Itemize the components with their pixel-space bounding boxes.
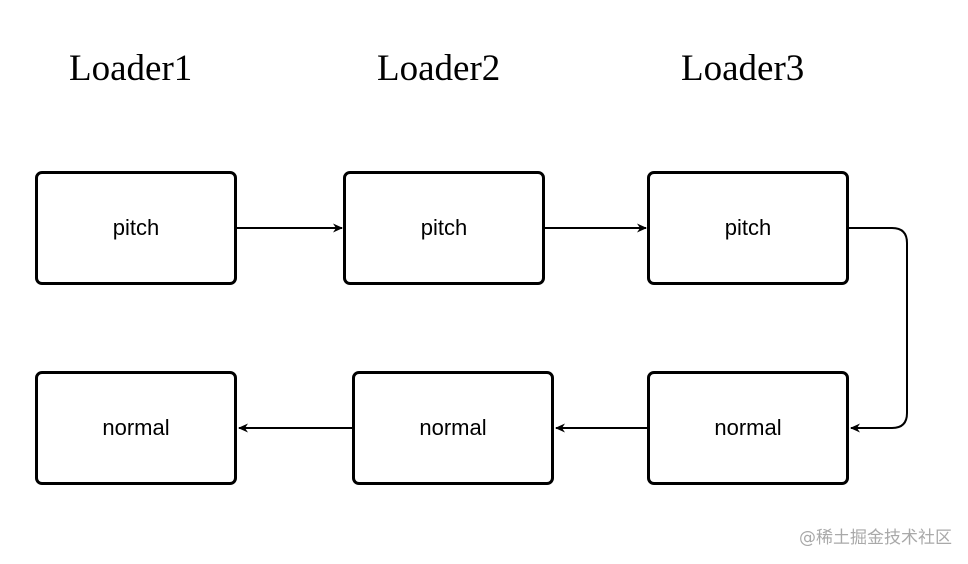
loader2-normal-node: normal — [352, 371, 554, 485]
loader1-normal-label: normal — [102, 415, 170, 440]
watermark: @稀土掘金技术社区 — [799, 528, 952, 548]
loader1-title: Loader1 — [69, 48, 193, 89]
loader1-normal-node: normal — [35, 371, 237, 485]
loader1-pitch-label: pitch — [112, 215, 160, 240]
loader1-pitch-node: pitch — [35, 171, 237, 285]
loader2-pitch-node: pitch — [343, 171, 545, 285]
loader2-normal-label: normal — [419, 415, 487, 440]
loader2-pitch-label: pitch — [420, 215, 468, 240]
loader3-title: Loader3 — [681, 48, 805, 89]
loader3-normal-label: normal — [714, 415, 782, 440]
loader3-normal-node: normal — [647, 371, 849, 485]
arrow-loader3-pitch-to-loader3-normal — [849, 227, 908, 433]
loader3-pitch-node: pitch — [647, 171, 849, 285]
loader3-pitch-label: pitch — [724, 215, 772, 240]
loader2-title: Loader2 — [377, 48, 501, 89]
